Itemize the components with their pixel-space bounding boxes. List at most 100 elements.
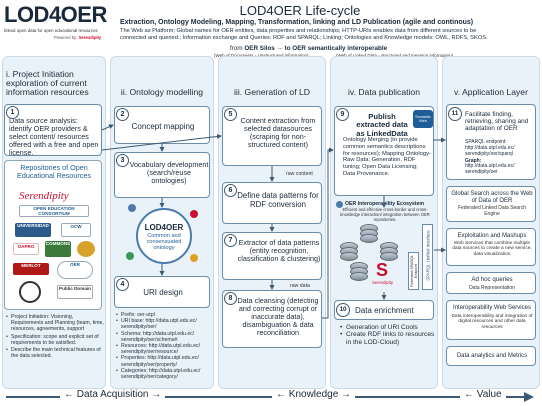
to-interoperable: to OER semantically interoperable (284, 45, 388, 52)
logo-powered: Powered by: Serendipity (54, 35, 102, 40)
column-iii-header: iii. Generation of LD (234, 87, 310, 97)
university-logo: UNIVERSIDAD (15, 223, 51, 237)
step-11-text: Facilitate finding, retrieving, sharing … (465, 111, 529, 132)
step-10-box: Data enrichment (334, 300, 434, 320)
step-6-number: 6 (224, 184, 237, 197)
footer-bar: ← Data Acquisition → ← Knowledge → ← Val… (0, 388, 542, 406)
step-8-number: 8 (224, 292, 237, 305)
repositories-panel: Repositories of Open Educational Resourc… (4, 160, 102, 310)
sparql-endpoint: SPARQL endpoint: http://data.utpl.edu.ec… (465, 139, 515, 157)
arrow-right-icon: → (276, 45, 283, 52)
step-1-number: 1 (6, 106, 19, 119)
step-5-text: Content extraction from selected datasou… (240, 116, 316, 149)
oapro-logo: OAPRO (13, 243, 39, 255)
public-domain-logo: Public Domain (57, 285, 93, 299)
merlot-logo: MERLOT (13, 263, 49, 275)
database-icon (350, 262, 370, 282)
raw-data-label: raw data (290, 283, 310, 289)
column-v-header: v. Application Layer (454, 87, 528, 97)
logo-wordmark: LOD4OER (4, 2, 107, 27)
enrich-item: •Generation of URI Cools (340, 324, 418, 331)
column-iv-header: iv. Data publication (348, 87, 420, 97)
uri-item: •Properties: http://data.utpl.edu.ec/ se… (116, 355, 199, 368)
uri-item: •Schema: http://data.utpl.edu.ec/ serend… (116, 330, 195, 343)
step-6-text: Define data patterns for RDF conversion (237, 191, 319, 209)
app-exploitation-mashups: Exploitation and Mashups Web Services th… (446, 228, 536, 266)
serendipity-logo: Serendipity (19, 190, 69, 202)
enrichment-list: •Generation of URI Cools •Create RDF lin… (340, 324, 436, 346)
database-cluster: S Serendipity (336, 224, 406, 288)
serendipity-s-icon: S (376, 260, 389, 280)
lod4oer-logo: LOD4OER linked open data for open educat… (4, 2, 114, 48)
ontology-circle (136, 208, 192, 264)
node-icon (190, 254, 198, 262)
uri-item: •URI base: http://data.utpl.edu.ec/ sere… (116, 318, 197, 331)
step-3-text: Vocabulary development (search/reuse ont… (129, 160, 209, 185)
column-ii-header: ii. Ontology modelling (120, 87, 204, 97)
step-2-number: 2 (116, 108, 129, 121)
knowledge-label: ← Knowledge → (272, 389, 356, 400)
app-interoperability-ws: Interoperability Web Services Data inter… (446, 300, 536, 340)
logo-tagline: linked open data for open educational re… (4, 28, 98, 33)
sparql-unified-interface-bar: SPARQL Unified Interface (422, 224, 433, 290)
oer-cloud-logo: OER (57, 261, 93, 279)
to-subtext: (Web of Linked Data - structured and mea… (336, 53, 454, 58)
step-5-number: 5 (224, 108, 237, 121)
footer-line (6, 396, 526, 398)
arrow-left-icon: ← (64, 389, 74, 400)
ontology-graph: LOD4OER Common and consensuated ontology (124, 200, 202, 270)
step-4-text: URI design (143, 288, 183, 297)
node-icon (126, 252, 134, 260)
step-4-number: 4 (116, 278, 129, 291)
arrow-right-icon: → (341, 389, 352, 400)
raw-content-label: raw content (286, 171, 313, 177)
step-7-number: 7 (224, 234, 237, 247)
step-8-text: Data cleansing (detecting and correcting… (237, 296, 319, 337)
step-9-number: 9 (336, 108, 349, 121)
step-4-box: URI design (114, 276, 210, 308)
step-6-box: Define data patterns for RDF conversion (222, 182, 322, 224)
silos-subtext: (Web of Documents - Unstructured informa… (214, 53, 308, 58)
node-icon (128, 204, 136, 212)
step-9-detail: Ontology Merging (to provide common sema… (343, 137, 431, 177)
ecosystem-subtitle: Efficient and effective cross-border and… (340, 207, 430, 222)
initiation-notes: •Project Initiation: Visioning, Requirem… (6, 314, 104, 359)
node-icon (190, 210, 198, 218)
header-description-1: The Web as Platform; Global names for OE… (120, 28, 477, 34)
commons-logo: COMMONS (45, 241, 71, 257)
uri-item: •Resources: http://data.utpl.edu.ec/ ser… (116, 343, 201, 356)
database-icon (340, 242, 360, 262)
app-analytics: Data analytics and Metrics (446, 346, 536, 366)
step-2-text: Concept mapping (131, 122, 195, 131)
uri-list: •Prefix: oer-utpl •URI base: http://data… (116, 312, 214, 380)
note-item: •Project Initiation: Visioning, Requirem… (6, 314, 104, 333)
step-7-box: Extractor of data patterns (entity recog… (222, 232, 322, 280)
step-11-number: 11 (448, 107, 462, 121)
step-3-box: Vocabulary development (search/reuse ont… (114, 152, 210, 198)
repositories-title: Repositories of Open Educational Resourc… (17, 163, 91, 180)
oec-logo: OPEN EDUCATION CONSORTIUM (19, 205, 89, 217)
arrow-left-icon: ← (276, 389, 286, 400)
arrow-right-icon: → (151, 389, 162, 400)
step-1-box: Data source analysis: identify OER provi… (4, 104, 102, 157)
step-8-box: Data cleansing (detecting and correcting… (222, 290, 322, 348)
note-item: •Specification: scope and explicit set o… (6, 333, 99, 346)
step-1-text: Data source analysis: identify OER provi… (9, 116, 99, 157)
ecosystem-icon (336, 201, 343, 208)
page-subtitle: Extraction, Ontology Modeling, Mapping, … (120, 19, 474, 26)
page-title: LOD4OER Life-cycle (239, 3, 361, 18)
step-9-box: Publish extracted data as LinkedData Sem… (334, 106, 434, 196)
database-icon (360, 224, 380, 244)
arrow-1-to-2 (101, 124, 114, 131)
step-7-text: Extractor of data patterns (entity recog… (237, 238, 321, 263)
column-i-header: i. Project Initiation exploration of cur… (6, 69, 89, 97)
note-item: •Describe the main technical features of… (6, 347, 101, 360)
step-10-number: 10 (336, 303, 350, 317)
arrow-col1-to-5 (101, 133, 222, 151)
oer-silos: OER Silos (244, 45, 275, 52)
database-icon (380, 242, 400, 262)
arrow-8-to-9 (322, 147, 334, 319)
app-global-search: Global Search across the Web of Data of … (446, 186, 536, 222)
extra-logo (77, 241, 95, 257)
graph-label: Graph: (465, 158, 482, 164)
